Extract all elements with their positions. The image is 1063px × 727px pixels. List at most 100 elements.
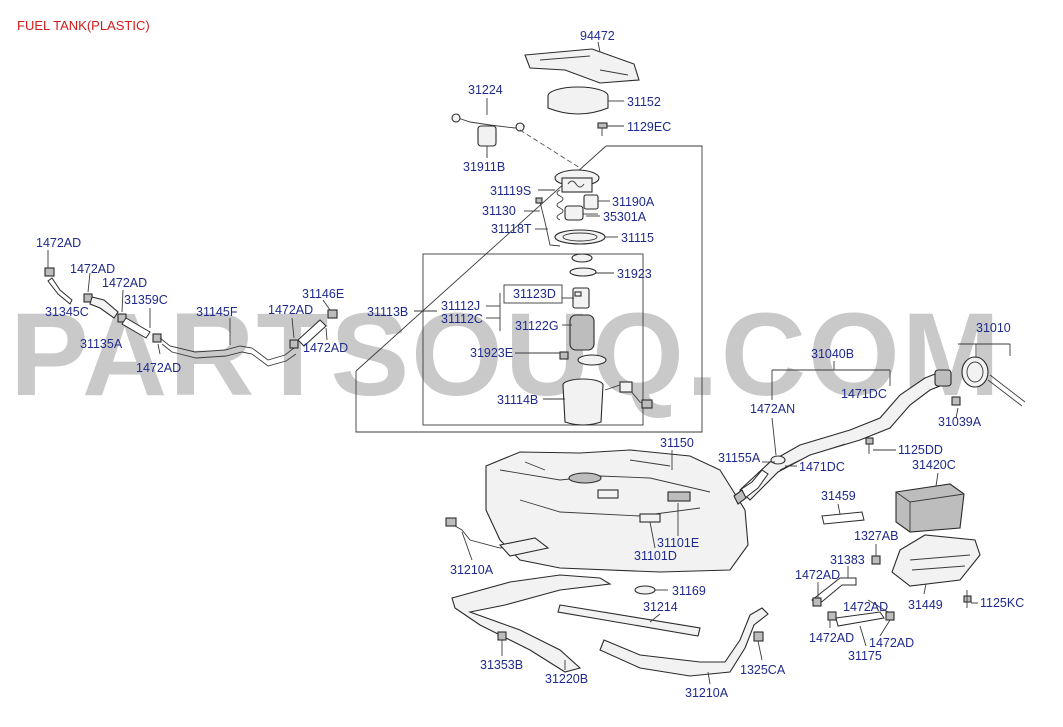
fuel-tank-31150[interactable]: [485, 449, 749, 573]
clamp-icon: [327, 309, 338, 319]
label-35301A[interactable]: 35301A: [603, 210, 647, 224]
label-31224[interactable]: 31224: [468, 83, 503, 97]
label-1472AD[interactable]: 1472AD: [303, 341, 348, 355]
label-1472AD[interactable]: 1472AD: [795, 568, 840, 582]
spring-31130[interactable]: [556, 189, 564, 221]
pump-cup[interactable]: [571, 253, 593, 263]
label-31146E[interactable]: 31146E: [302, 287, 344, 301]
label-31210A[interactable]: 31210A: [450, 563, 494, 577]
label-31152[interactable]: 31152: [627, 95, 661, 109]
label-1129EC[interactable]: 1129EC: [627, 120, 671, 134]
label-31420C[interactable]: 31420C: [912, 458, 956, 472]
label-31359C[interactable]: 31359C: [124, 293, 168, 307]
label-31459[interactable]: 31459: [821, 489, 856, 503]
label-1472AD[interactable]: 1472AD: [809, 631, 854, 645]
label-31115[interactable]: 31115: [621, 231, 654, 245]
bracket-31449[interactable]: [891, 534, 981, 587]
label-31345C[interactable]: 31345C: [45, 305, 89, 319]
clamp-1471DC[interactable]: [770, 455, 786, 465]
label-31130[interactable]: 31130: [482, 204, 516, 218]
label-31210A[interactable]: 31210A: [685, 686, 729, 700]
label-31383[interactable]: 31383: [830, 553, 865, 567]
label-1471DC[interactable]: 1471DC: [799, 460, 845, 474]
strap-31210A[interactable]: [599, 607, 769, 677]
label-31112C[interactable]: 31112C: [441, 312, 483, 326]
hose-31459[interactable]: [821, 511, 865, 525]
bolt-1129EC[interactable]: [597, 122, 608, 136]
fuel-filter-line-31224[interactable]: [451, 113, 526, 132]
strap-31220B[interactable]: [451, 574, 612, 673]
reservoir-31114B[interactable]: [562, 378, 653, 426]
screw-31039A[interactable]: [951, 396, 961, 406]
label-31145F[interactable]: 31145F: [196, 305, 238, 319]
hose-31175[interactable]: [827, 611, 895, 627]
connector-31190A[interactable]: [583, 194, 599, 210]
bolt-1125DD[interactable]: [865, 437, 874, 454]
pump-flange-31119S[interactable]: [554, 169, 600, 193]
label-1472AD[interactable]: 1472AD: [869, 636, 914, 650]
label-31923[interactable]: 31923: [617, 267, 652, 281]
label-31911B[interactable]: 31911B: [463, 160, 505, 174]
fitting-35301A[interactable]: [564, 205, 598, 221]
gasket-31115[interactable]: [554, 229, 606, 245]
label-1472AD[interactable]: 1472AD: [36, 236, 81, 250]
label-1472AD[interactable]: 1472AD: [70, 262, 115, 276]
label-31190A[interactable]: 31190A: [612, 195, 655, 209]
bracket-31118T[interactable]: [535, 197, 561, 247]
label-31155A[interactable]: 31155A: [718, 451, 761, 465]
label-31449[interactable]: 31449: [908, 598, 943, 612]
label-1472AD[interactable]: 1472AD: [268, 303, 313, 317]
label-31040B[interactable]: 31040B: [811, 347, 854, 361]
label-31113B[interactable]: 31113B: [367, 305, 408, 319]
nut-1325CA[interactable]: [753, 631, 764, 642]
label-31112J[interactable]: 31112J: [441, 299, 480, 313]
washer-31169[interactable]: [634, 585, 656, 595]
fuel-filter-31911B[interactable]: [477, 125, 497, 156]
fuel-pump-31122G[interactable]: [569, 287, 595, 351]
label-31119S[interactable]: 31119S: [490, 184, 531, 198]
label-31135A[interactable]: 31135A: [80, 337, 123, 351]
label-1125KC[interactable]: 1125KC: [980, 596, 1024, 610]
label-1472AD[interactable]: 1472AD: [102, 276, 147, 290]
label-31169[interactable]: 31169: [672, 584, 706, 598]
insulator-31214[interactable]: [557, 604, 701, 637]
nut-31353B[interactable]: [497, 631, 507, 641]
label-31101E[interactable]: 31101E: [657, 536, 699, 550]
label-1325CA[interactable]: 1325CA: [740, 663, 786, 677]
label-31101D[interactable]: 31101D: [634, 549, 677, 563]
label-31118T[interactable]: 31118T: [491, 222, 532, 236]
label-31214[interactable]: 31214: [643, 600, 678, 614]
filler-neck-31040B[interactable]: [739, 369, 952, 501]
label-31923E[interactable]: 31923E: [470, 346, 513, 360]
label-31122G[interactable]: 31122G: [515, 319, 559, 333]
sender-wire-31210A[interactable]: [445, 517, 550, 557]
o-ring-31923[interactable]: [569, 267, 597, 277]
label-1471DC[interactable]: 1471DC: [841, 387, 887, 401]
label-31220B[interactable]: 31220B: [545, 672, 588, 686]
canister-31420C[interactable]: [895, 483, 965, 533]
label-1125DD[interactable]: 1125DD: [898, 443, 943, 457]
ring-31923E[interactable]: [559, 351, 607, 366]
label-1472AD[interactable]: 1472AD: [843, 600, 888, 614]
label-31114B[interactable]: 31114B: [497, 393, 538, 407]
label-31353B[interactable]: 31353B: [480, 658, 523, 672]
lock-ring-31152[interactable]: [547, 86, 609, 115]
clamp-icon: [289, 339, 299, 349]
label-31123D[interactable]: 31123D: [513, 287, 556, 301]
label-31175[interactable]: 31175: [848, 649, 882, 663]
bolt-1125KC[interactable]: [963, 590, 972, 608]
leader-lines: [47, 41, 1011, 685]
label-31010[interactable]: 31010: [976, 321, 1011, 335]
label-1472AN[interactable]: 1472AN: [750, 402, 795, 416]
hose-31383[interactable]: [811, 577, 857, 607]
hose-31155A[interactable]: [733, 469, 769, 505]
label-31039A[interactable]: 31039A: [938, 415, 982, 429]
pump-cover-plate-94472[interactable]: [524, 48, 640, 84]
clip-1327AB[interactable]: [871, 555, 881, 565]
label-1327AB[interactable]: 1327AB: [854, 529, 898, 543]
label-94472[interactable]: 94472: [580, 29, 615, 43]
filler-cap-31010[interactable]: [961, 356, 1026, 407]
hose-assembly-left[interactable]: [44, 267, 338, 367]
label-1472AD[interactable]: 1472AD: [136, 361, 181, 375]
label-31150[interactable]: 31150: [660, 436, 694, 450]
